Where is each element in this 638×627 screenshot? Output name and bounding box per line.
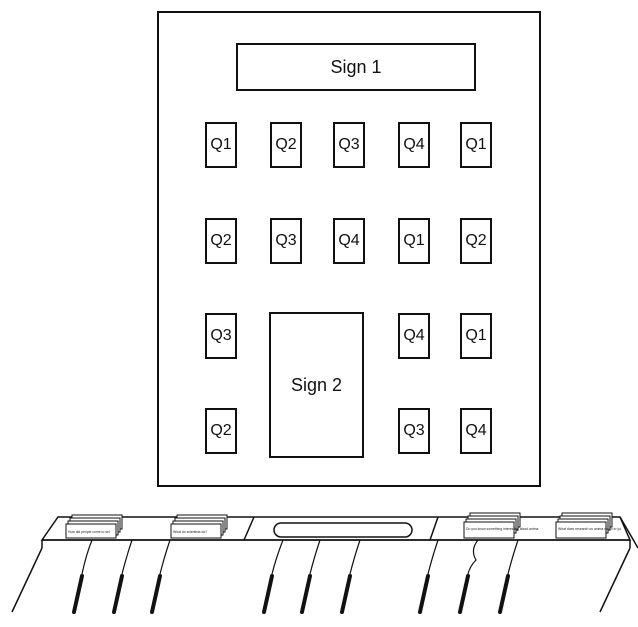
question-card: Q2: [270, 122, 302, 168]
question-card: Q2: [205, 408, 237, 454]
card-stack: How did people come to sel: [65, 514, 123, 539]
pen: [150, 574, 162, 614]
card-stack: What do scientists do?: [170, 514, 228, 539]
question-card: Q3: [205, 313, 237, 359]
center-slot: [273, 522, 413, 538]
question-card: Q4: [398, 122, 430, 168]
pen: [498, 574, 510, 614]
card-text: How did people come to sel: [68, 530, 110, 534]
question-card: Q4: [460, 408, 492, 454]
question-card: Q1: [460, 313, 492, 359]
card-stack: Do you know something interesting about …: [463, 512, 538, 539]
pen: [72, 574, 84, 614]
question-card: Q3: [333, 122, 365, 168]
question-card: Q1: [205, 122, 237, 168]
pen: [112, 574, 124, 614]
question-card: Q1: [398, 218, 430, 264]
card-stack: What does research on anima mean to yo: [555, 512, 621, 539]
question-card: Q3: [270, 218, 302, 264]
pen: [458, 574, 470, 614]
question-card: Q4: [333, 218, 365, 264]
sign-1: Sign 1: [236, 43, 476, 91]
desk-divider: [429, 516, 439, 541]
question-card: Q3: [398, 408, 430, 454]
card-text: What does research on anima mean to yo: [558, 527, 621, 531]
pen: [340, 574, 352, 614]
question-card: Q2: [460, 218, 492, 264]
pens: [72, 574, 510, 614]
card-text: Do you know something interesting about …: [466, 527, 538, 531]
card-text: What do scientists do?: [173, 530, 207, 534]
pen: [418, 574, 430, 614]
desk-divider: [243, 516, 255, 541]
question-card: Q1: [460, 122, 492, 168]
pen: [300, 574, 312, 614]
sign-2: Sign 2: [269, 312, 364, 458]
question-card: Q4: [398, 313, 430, 359]
desk-right-leg: [599, 547, 631, 613]
question-card: Q2: [205, 218, 237, 264]
pen-cords: [81, 539, 519, 575]
pen: [262, 574, 274, 614]
desk-left-leg: [11, 547, 43, 613]
